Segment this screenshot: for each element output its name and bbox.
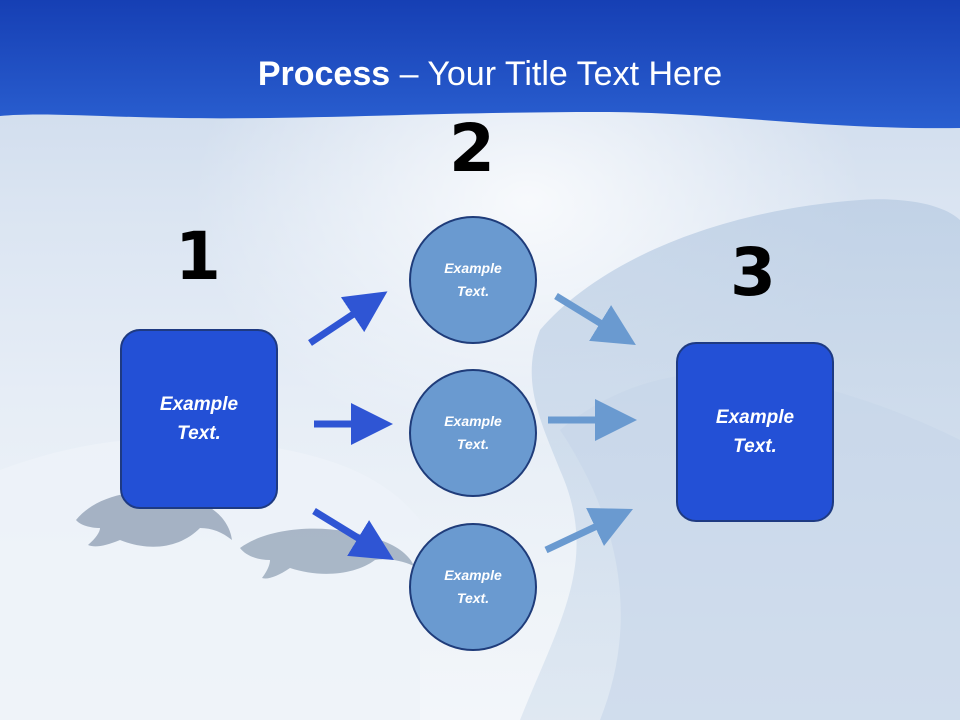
process-circle-middle: Example Text. bbox=[409, 369, 537, 497]
circle-label: Example Text. bbox=[444, 567, 502, 606]
title-rest: – Your Title Text Here bbox=[390, 55, 723, 93]
left-box-label: Example Text. bbox=[159, 394, 239, 444]
circle-label: Example Text. bbox=[444, 260, 502, 299]
step-number-2: 2 bbox=[449, 110, 495, 187]
right-box-label: Example Text. bbox=[715, 407, 795, 457]
process-circle-top: Example Text. bbox=[409, 216, 537, 344]
title-bold: Process bbox=[257, 55, 391, 93]
header-band bbox=[0, 0, 960, 129]
step-number-3: 3 bbox=[730, 234, 776, 311]
step-number-1: 1 bbox=[175, 218, 221, 295]
circle-label: Example Text. bbox=[444, 413, 502, 452]
left-process-box: Example Text. bbox=[120, 329, 278, 509]
process-circle-bottom: Example Text. bbox=[409, 523, 537, 651]
slide-title: Process – Your Title Text Here bbox=[0, 52, 960, 96]
right-process-box: Example Text. bbox=[676, 342, 834, 522]
